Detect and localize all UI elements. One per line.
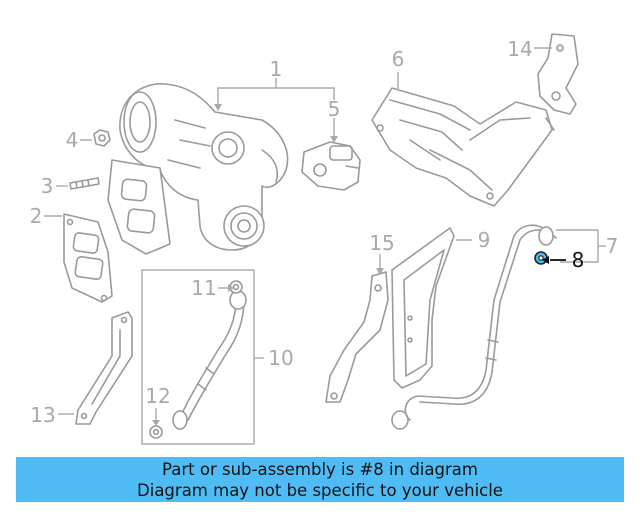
seal-12-part (149, 425, 163, 439)
gasket-part (63, 213, 113, 303)
callout-15: 15 (369, 231, 394, 255)
callout-4: 4 (66, 128, 79, 152)
callout-5: 5 (328, 97, 341, 121)
callout-11: 11 (191, 276, 216, 300)
callout-3: 3 (41, 174, 54, 198)
callout-9: 9 (478, 228, 491, 252)
turbo-flange-part (107, 159, 171, 255)
callout-2: 2 (30, 204, 43, 228)
bracket-14-part (537, 33, 579, 131)
callout-7: 7 (606, 234, 619, 258)
shield-plate-9-part (391, 227, 455, 389)
stud-part (69, 177, 100, 190)
callout-14: 14 (507, 37, 532, 61)
turbocharger-part (119, 83, 289, 251)
callout-1: 1 (270, 57, 283, 81)
callout-8: 8 (572, 248, 585, 272)
info-banner: Part or sub-assembly is #8 in diagram Di… (16, 457, 624, 502)
actuator-part (301, 141, 361, 191)
support-bracket-13-part (75, 311, 133, 425)
oil-line-part (391, 224, 557, 430)
callout-6: 6 (392, 47, 405, 71)
feed-line-10-part (172, 290, 247, 430)
callout-10: 10 (268, 346, 293, 370)
callout-12: 12 (145, 384, 170, 408)
callout-13: 13 (30, 403, 55, 427)
banner-line-2: Diagram may not be specific to your vehi… (137, 480, 503, 500)
sub-assembly-10-box (141, 269, 255, 445)
nut-part (93, 129, 111, 147)
heat-shield-part (371, 87, 553, 207)
seal-8-part (534, 251, 548, 265)
bracket-15-part (325, 271, 389, 403)
banner-line-1: Part or sub-assembly is #8 in diagram (162, 459, 478, 479)
